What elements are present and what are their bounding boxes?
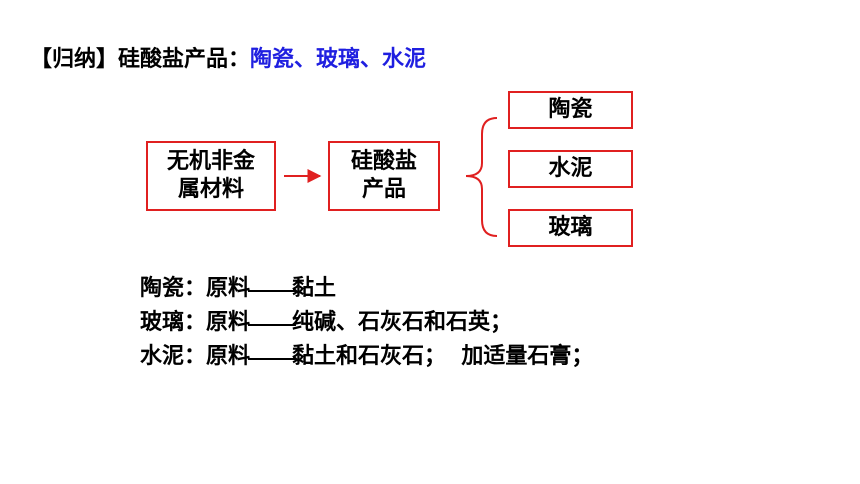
note-dash xyxy=(248,290,297,292)
middle-line-1: 硅酸盐 xyxy=(350,149,417,174)
note-label: 玻璃：原料 xyxy=(140,310,251,335)
silicate-product-box: 硅酸盐 产品 xyxy=(328,141,440,211)
title-prefix: 【归纳】硅酸盐产品： xyxy=(30,47,251,72)
source-material-box: 无机非金 属材料 xyxy=(146,141,276,211)
note-row-ceramics: 陶瓷：原料 黏土 xyxy=(140,272,593,306)
product-label: 玻璃 xyxy=(548,215,593,240)
source-line-1: 无机非金 xyxy=(166,149,255,174)
note-label: 陶瓷：原料 xyxy=(140,276,251,301)
note-dash xyxy=(248,324,297,326)
page-title: 【归纳】硅酸盐产品：陶瓷、玻璃、水泥 xyxy=(30,44,426,76)
product-label: 水泥 xyxy=(548,156,593,181)
raw-material-notes: 陶瓷：原料 黏土 玻璃：原料 纯碱、石灰石和石英； 水泥：原料 黏土和石灰石； 加适量… xyxy=(140,272,593,374)
product-box-glass: 玻璃 xyxy=(508,209,633,247)
product-box-ceramics: 陶瓷 xyxy=(508,91,633,129)
note-value: 纯碱、石灰石和石英； xyxy=(292,310,513,335)
product-label: 陶瓷 xyxy=(548,97,593,122)
note-dash xyxy=(248,358,297,360)
note-row-cement: 水泥：原料 黏土和石灰石； 加适量石膏； xyxy=(140,340,593,374)
source-line-2: 属材料 xyxy=(177,177,244,202)
note-row-glass: 玻璃：原料 纯碱、石灰石和石英； xyxy=(140,306,593,340)
product-box-cement: 水泥 xyxy=(508,150,633,188)
middle-line-2: 产品 xyxy=(361,177,406,202)
title-highlight: 陶瓷、玻璃、水泥 xyxy=(250,47,427,72)
note-label: 水泥：原料 xyxy=(140,344,251,369)
product-brace xyxy=(465,117,498,237)
note-value: 黏土和石灰石； 加适量石膏； xyxy=(292,344,594,369)
note-value: 黏土 xyxy=(292,276,337,301)
